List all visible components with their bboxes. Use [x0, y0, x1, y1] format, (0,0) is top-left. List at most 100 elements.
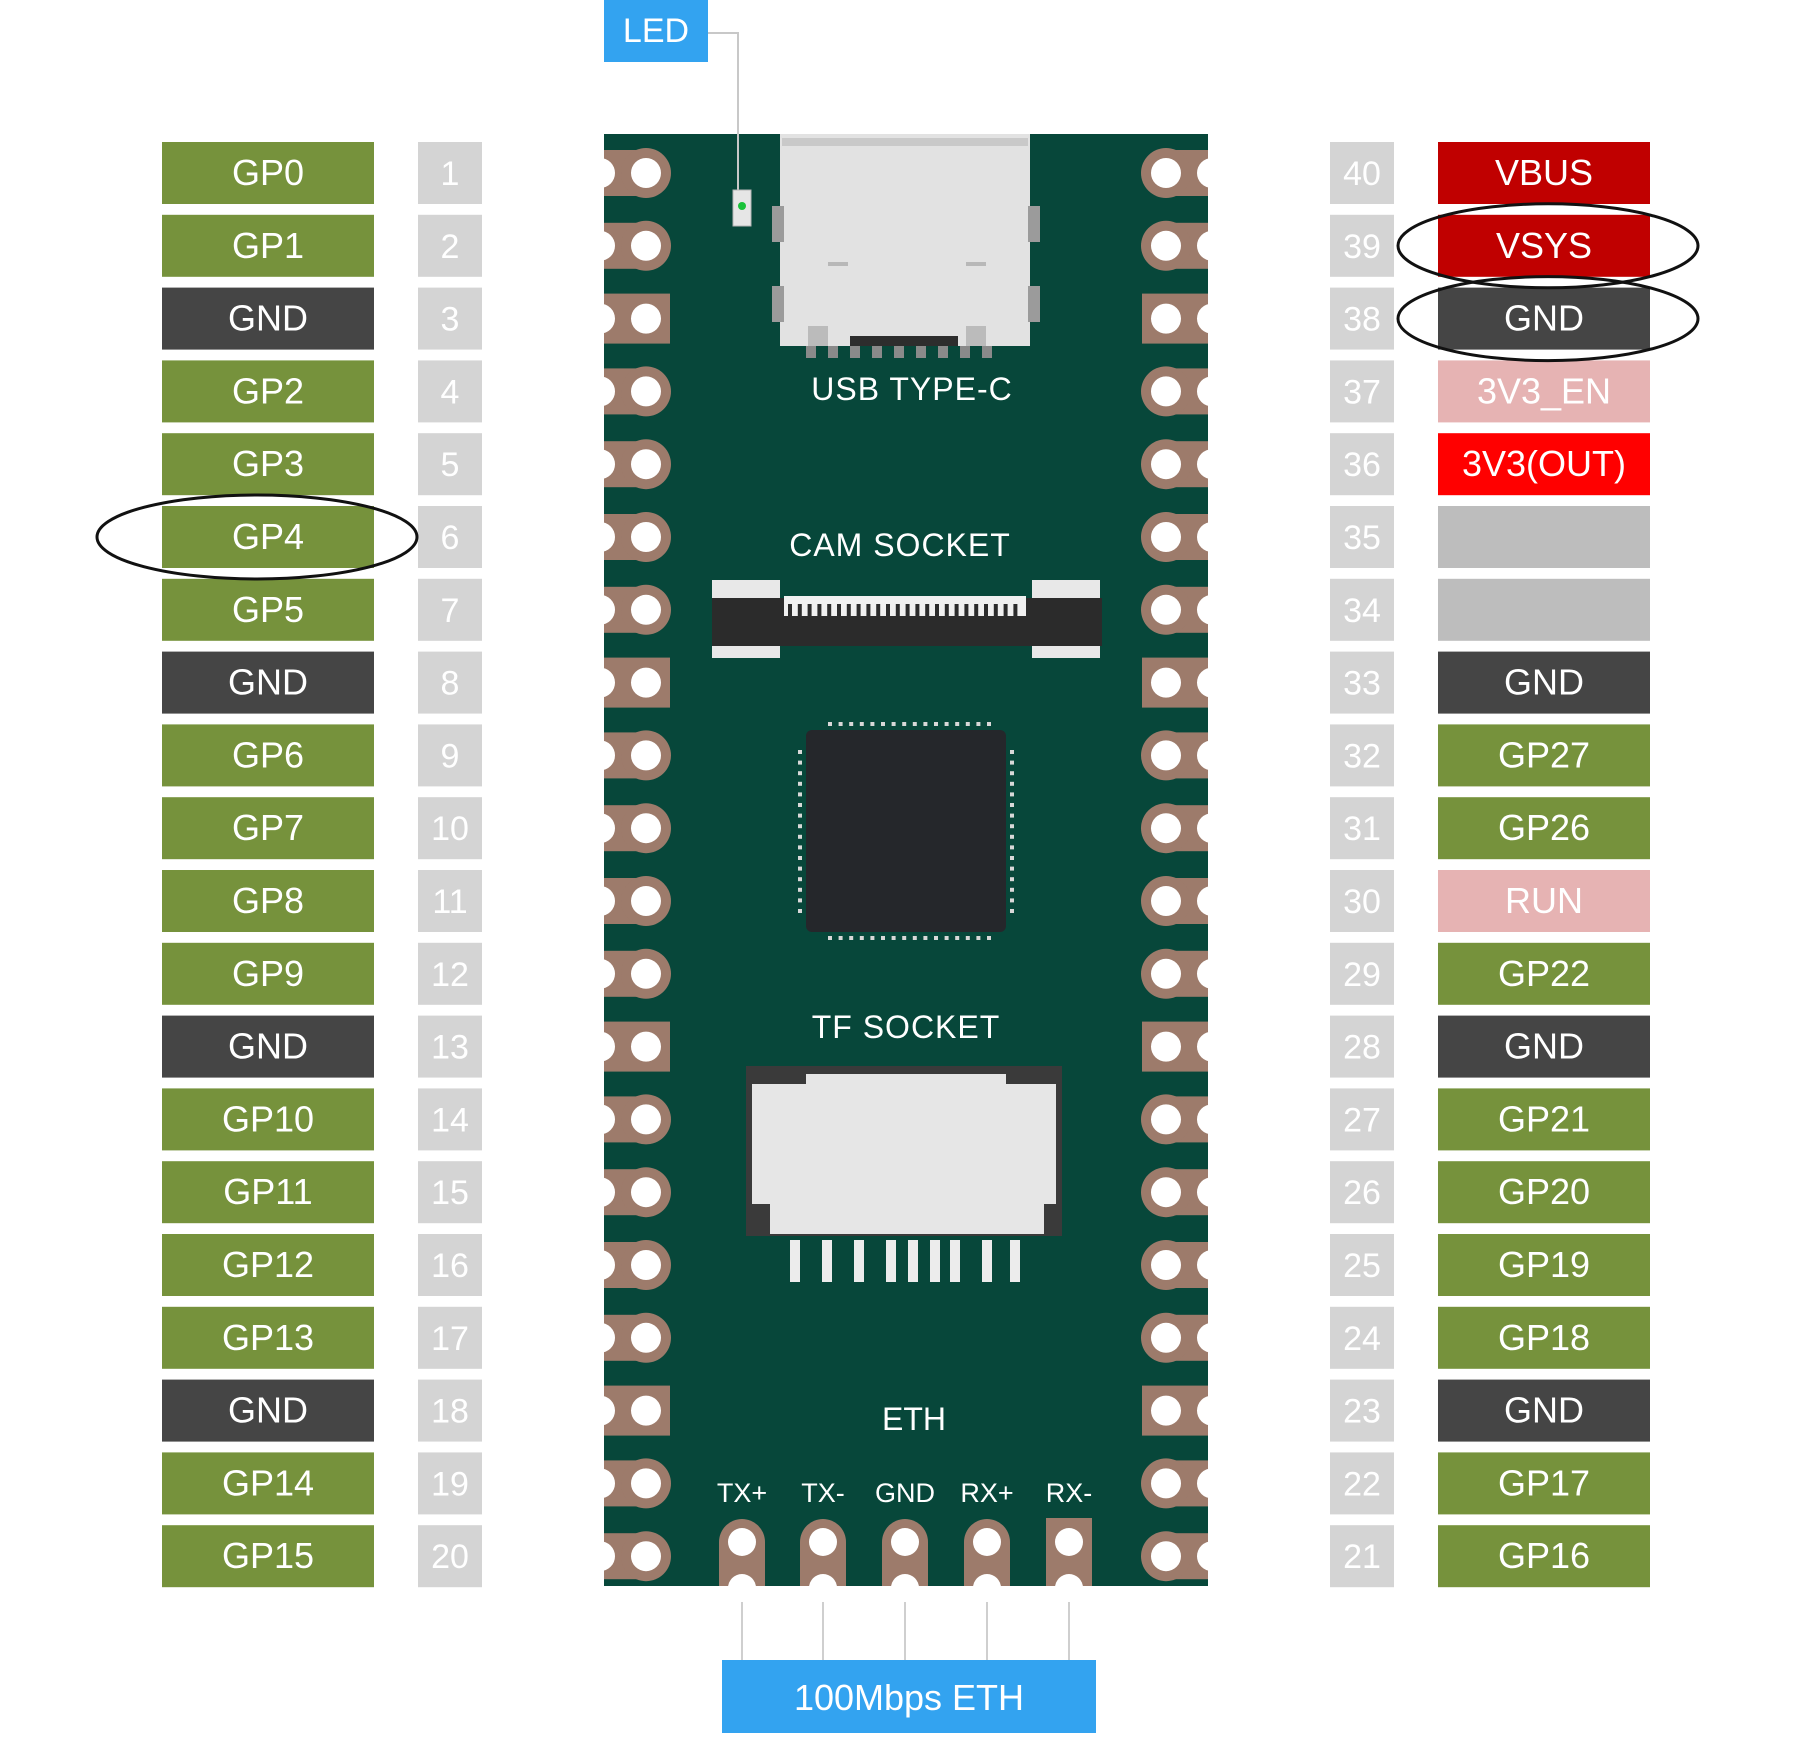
pin-number-box — [418, 142, 482, 204]
pin-label: GP5 — [232, 589, 304, 630]
pin-number: 7 — [441, 592, 460, 630]
board-pad — [1142, 657, 1227, 708]
pin-label-box — [162, 433, 374, 496]
pin-label-box — [162, 942, 374, 1005]
eth-pin: RX+ — [960, 1478, 1014, 1660]
pin-number-box — [418, 287, 482, 350]
pin-label: GP27 — [1498, 734, 1590, 775]
board-pad — [1141, 584, 1227, 635]
board-pad — [1141, 1312, 1227, 1363]
pin-number-box — [418, 870, 482, 932]
pin-number-box — [418, 1452, 482, 1515]
pin-number-box — [1330, 724, 1394, 787]
board-pad — [585, 1240, 671, 1290]
board-pad — [585, 1531, 671, 1582]
pin-number: 36 — [1343, 446, 1381, 484]
pin-label-box — [1438, 1161, 1650, 1224]
pin-number: 28 — [1343, 1029, 1381, 1067]
pin-label-box — [162, 651, 374, 714]
pin-label-box — [1438, 360, 1650, 423]
pin-label-box — [1438, 1379, 1650, 1442]
board-pad — [585, 148, 671, 198]
board-pad — [1141, 1240, 1227, 1290]
pin-label: 3V3_EN — [1477, 370, 1611, 411]
pin-label-box — [1438, 942, 1650, 1005]
pin-label: VSYS — [1496, 225, 1592, 266]
pin-34: 34 — [1330, 578, 1650, 641]
pin-number-box — [418, 1306, 482, 1369]
board-pad — [585, 657, 670, 708]
pin-label-box — [1438, 797, 1650, 860]
pin-number: 26 — [1343, 1174, 1381, 1212]
pin-number-box — [1330, 360, 1394, 423]
pin-number-box — [1330, 506, 1394, 568]
pin-number-box — [418, 360, 482, 423]
led-callout-label: LED — [623, 12, 689, 50]
pin-label-box — [162, 870, 374, 932]
pin-label: GP6 — [232, 734, 304, 775]
board-pad — [585, 512, 671, 562]
pin-label-box — [162, 1306, 374, 1369]
pin-label: GP19 — [1498, 1244, 1590, 1285]
pin-label: GP4 — [232, 516, 304, 557]
board-pad — [585, 293, 670, 344]
board-pad — [585, 803, 671, 854]
pin-number: 40 — [1343, 155, 1381, 193]
pin-number: 31 — [1343, 810, 1381, 848]
eth-callout-label: 100Mbps ETH — [794, 1677, 1024, 1718]
eth-pin-label: RX- — [1046, 1478, 1093, 1508]
pin-number: 15 — [431, 1174, 469, 1212]
pin-7: GP5 7 — [162, 578, 482, 641]
pin-label-box — [1438, 870, 1650, 932]
board-pad — [1141, 1458, 1227, 1509]
pin-label-box — [162, 1525, 374, 1588]
pin-label: GP26 — [1498, 807, 1590, 848]
pin-6: GP4 6 — [162, 506, 482, 568]
board-pad — [1141, 1094, 1227, 1145]
pin-label: GP7 — [232, 807, 304, 848]
pin-number: 38 — [1343, 301, 1381, 339]
pin-label: GP13 — [222, 1317, 314, 1358]
pin-label: GP8 — [232, 880, 304, 921]
board-pad — [585, 1385, 670, 1436]
board-pad — [1141, 948, 1227, 999]
eth-pin-label: GND — [875, 1478, 935, 1508]
pin-number: 14 — [431, 1101, 469, 1139]
board-pad — [585, 584, 671, 635]
pin-number: 21 — [1343, 1538, 1381, 1576]
board-pad — [1141, 220, 1227, 271]
eth-label: ETH — [882, 1401, 946, 1437]
pin-36: 3V3(OUT)36 — [1330, 433, 1650, 496]
pin-number: 23 — [1343, 1393, 1381, 1431]
pin-number: 1 — [441, 155, 460, 193]
pin-number-box — [418, 724, 482, 787]
board-pad — [1141, 730, 1227, 781]
pin-number-box — [1330, 942, 1394, 1005]
pin-label: GP2 — [232, 370, 304, 411]
pin-number: 12 — [431, 956, 469, 994]
pin-label: GND — [228, 662, 308, 703]
cam-socket-connector — [712, 580, 1102, 658]
pin-label: GND — [1504, 1026, 1584, 1067]
pin-label: GP9 — [232, 953, 304, 994]
board-pad — [1142, 1021, 1227, 1072]
pin-number-box — [418, 1379, 482, 1442]
board-pad — [1142, 293, 1227, 344]
pin-label: GND — [1504, 662, 1584, 703]
pin-number: 6 — [441, 519, 460, 557]
pin-number: 8 — [441, 665, 460, 703]
pin-number: 20 — [431, 1538, 469, 1576]
